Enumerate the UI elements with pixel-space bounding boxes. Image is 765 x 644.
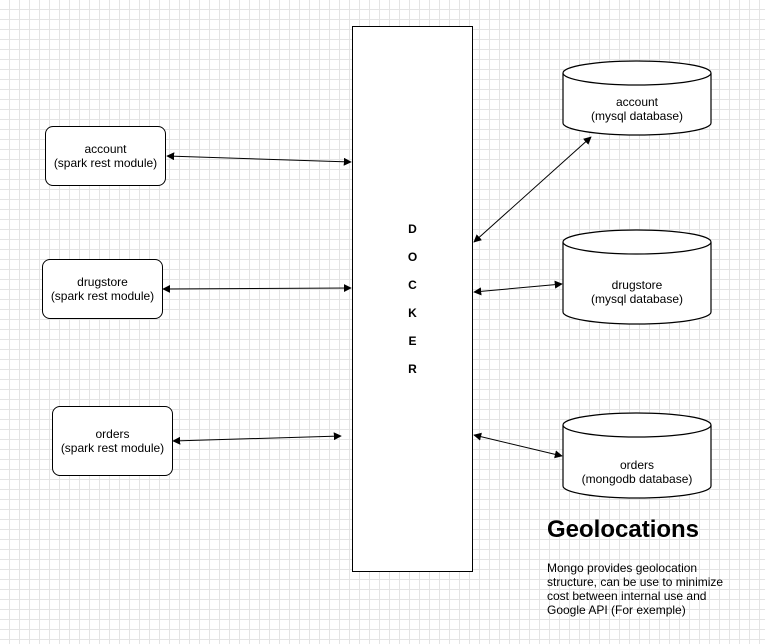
orders-module-title: orders — [95, 427, 130, 441]
drugstore-module-subtitle: (spark rest module) — [50, 289, 155, 303]
drugstore-db-label: drugstore (mysql database) — [563, 278, 711, 306]
db-orders-cylinder — [562, 412, 712, 499]
docker-label: D O C K E R — [353, 222, 472, 390]
geolocations-title: Geolocations — [547, 516, 700, 543]
orders-module-subtitle: (spark rest module) — [60, 441, 165, 455]
account-module-title: account — [84, 142, 127, 156]
orders-db-title: orders — [619, 458, 654, 472]
drugstore-module-box: drugstore (spark rest module) — [42, 259, 163, 319]
drugstore-module-title: drugstore — [77, 275, 128, 289]
account-module-subtitle: (spark rest module) — [53, 156, 158, 170]
orders-module-box: orders (spark rest module) — [52, 406, 173, 476]
docker-container: D O C K E R — [352, 26, 473, 572]
docker-letter: R — [408, 362, 417, 376]
account-module-box: account (spark rest module) — [45, 126, 166, 186]
connector-docker-account-db — [473, 136, 592, 243]
connector-drugstore-module-docker — [162, 284, 352, 293]
geolocations-description: Mongo provides geolocation structure, ca… — [547, 561, 724, 617]
drugstore-db-subtitle: (mysql database) — [590, 292, 684, 306]
account-db-label: account (mysql database) — [563, 95, 711, 123]
connector-docker-drugstore-db — [473, 280, 563, 296]
drugstore-db-title: drugstore — [611, 278, 663, 292]
docker-letter: K — [408, 306, 417, 320]
connector-orders-module-docker — [172, 432, 342, 445]
docker-letter: O — [407, 250, 418, 264]
docker-letter: D — [408, 222, 417, 236]
account-db-title: account — [615, 95, 659, 109]
connector-docker-orders-db — [473, 432, 563, 459]
connector-account-module-docker — [166, 152, 352, 166]
orders-db-label: orders (mongodb database) — [563, 458, 711, 486]
db-account-cylinder — [562, 60, 712, 136]
docker-letter: E — [408, 334, 417, 348]
db-drugstore-cylinder — [562, 229, 712, 325]
docker-letter: C — [408, 278, 417, 292]
account-db-subtitle: (mysql database) — [590, 109, 684, 123]
orders-db-subtitle: (mongodb database) — [581, 472, 693, 486]
